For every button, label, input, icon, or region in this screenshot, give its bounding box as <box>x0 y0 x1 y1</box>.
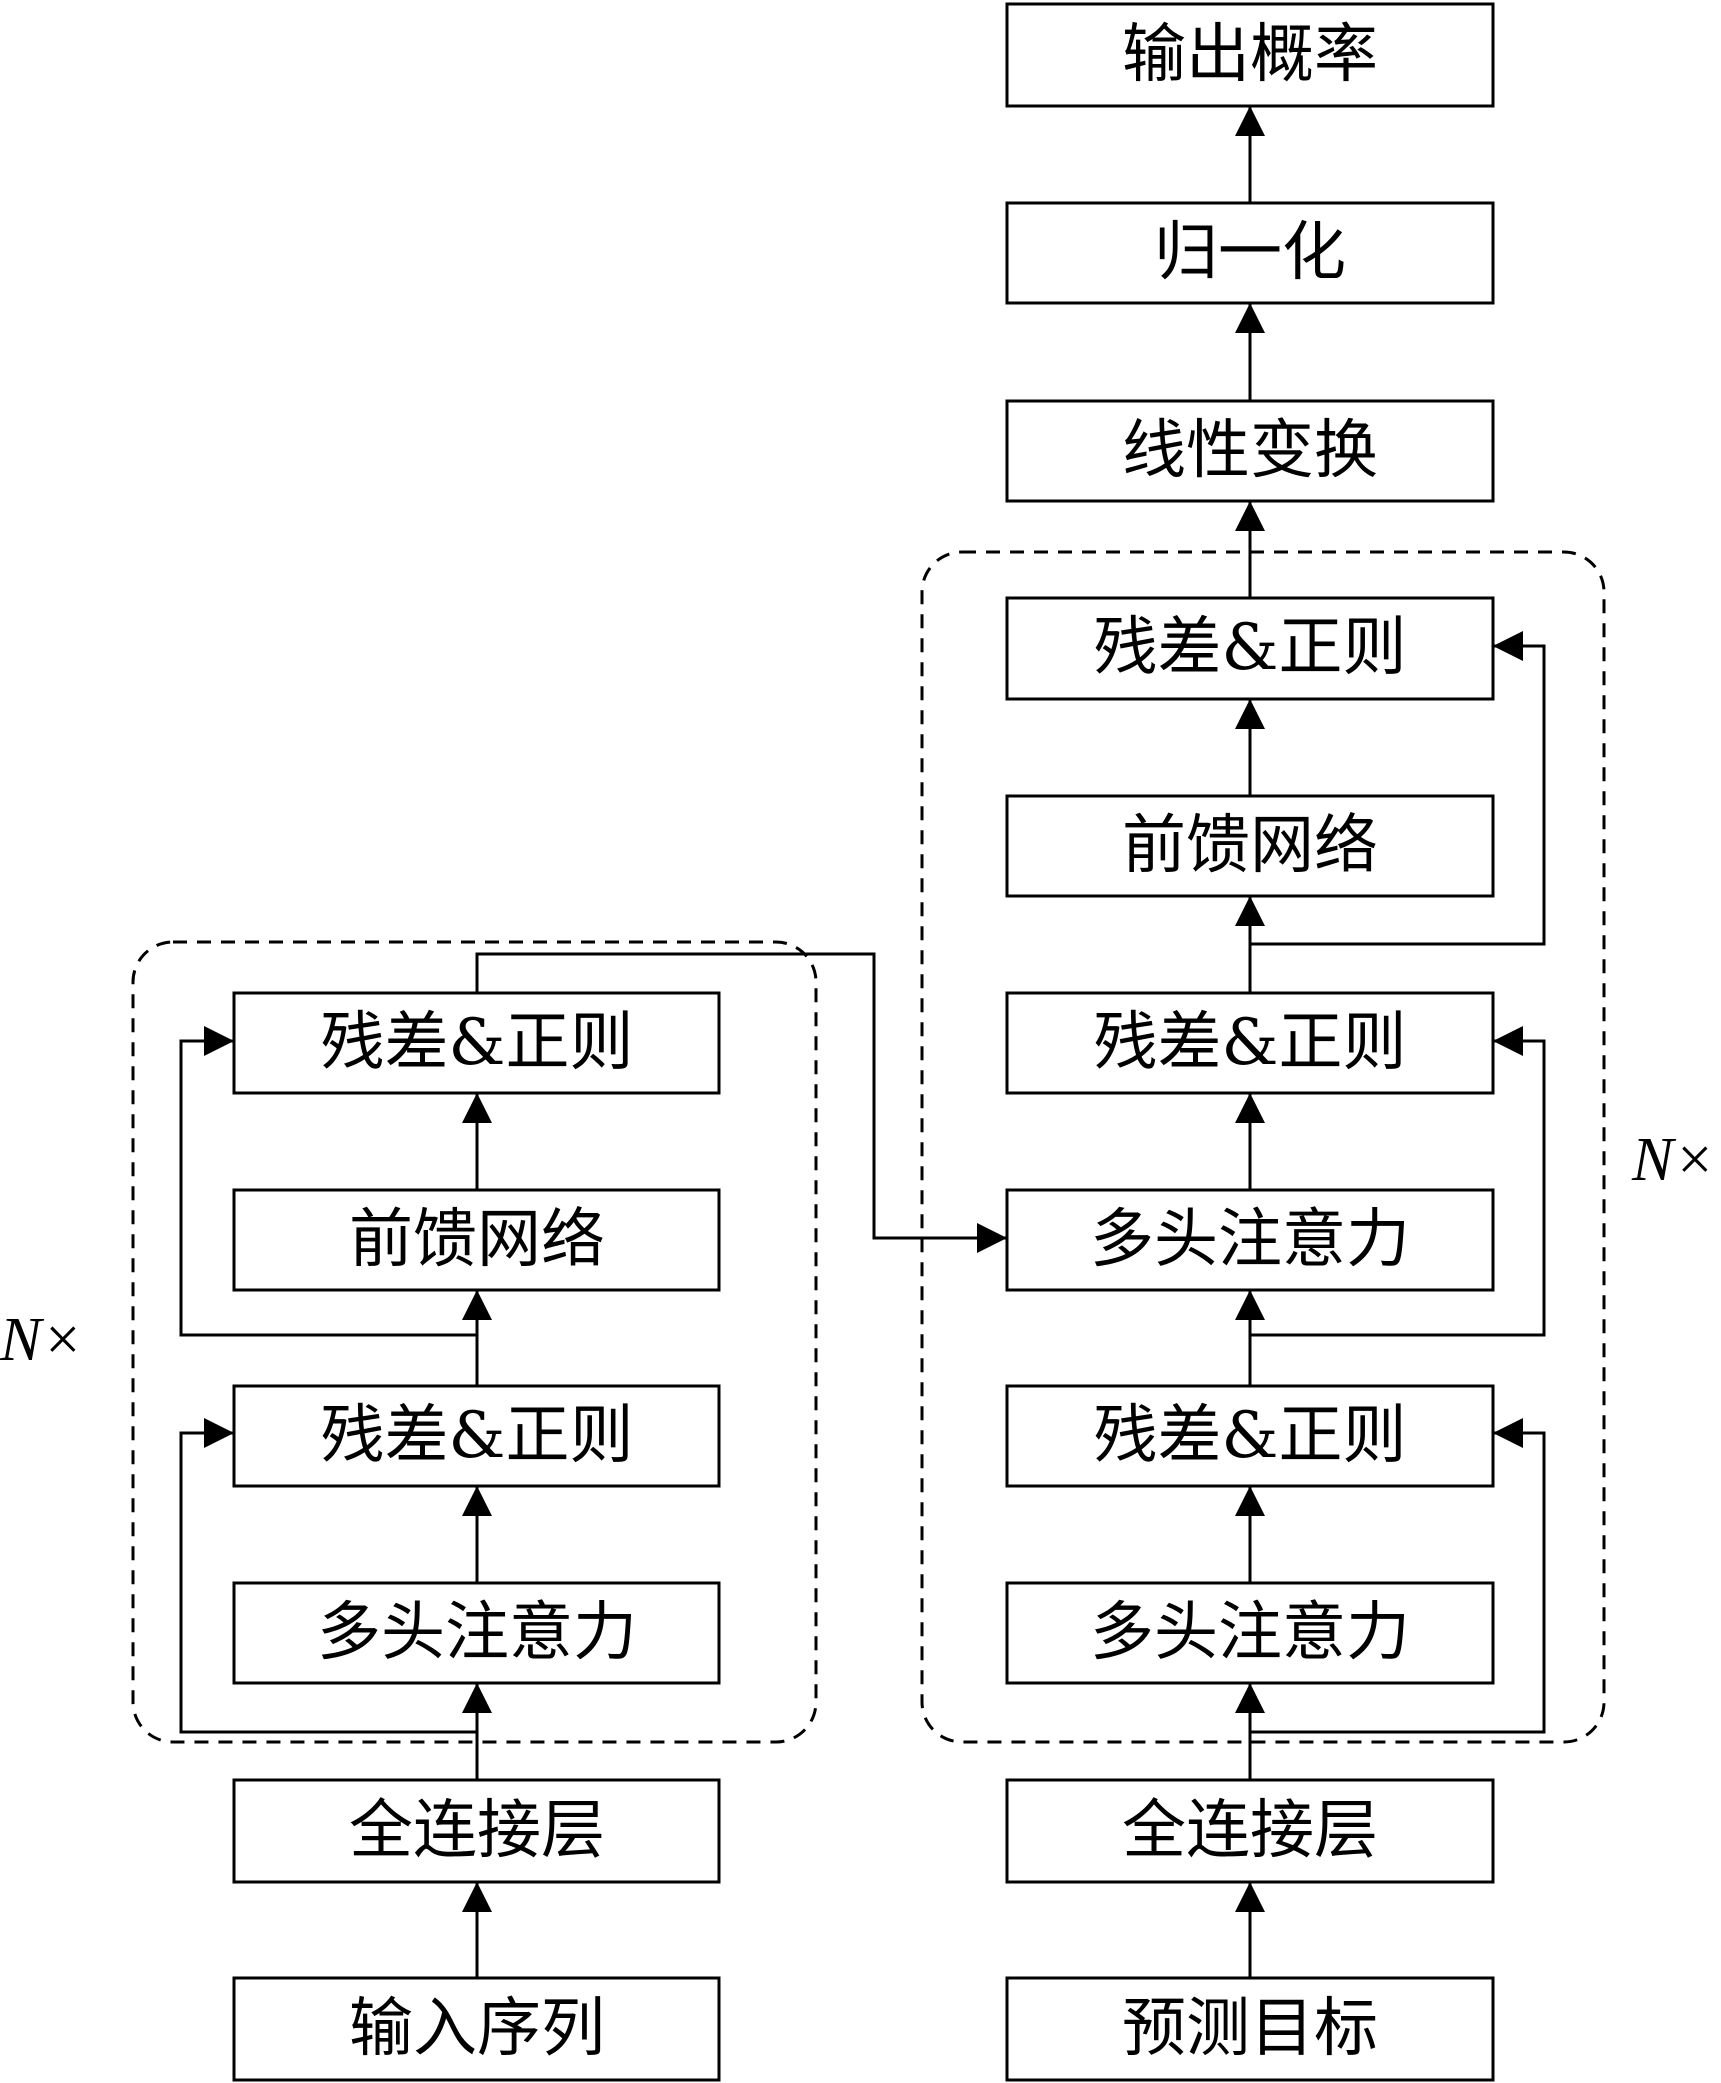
decoder-ffn-label: 前馈网络 <box>1122 809 1378 883</box>
encoder-addnorm2-label: 残差&正则 <box>321 1006 634 1080</box>
encoder-ffn-label: 前馈网络 <box>349 1203 605 1277</box>
encoder-input-box: 输入序列 <box>232 1976 721 2082</box>
encoder-input-label: 输入序列 <box>349 1992 605 2066</box>
decoder-input-label: 预测目标 <box>1122 1992 1378 2066</box>
encoder-addnorm1-box: 残差&正则 <box>232 1384 721 1488</box>
decoder-ffn-box: 前馈网络 <box>1005 794 1495 898</box>
decoder-embed-box: 全连接层 <box>1005 1778 1495 1884</box>
decoder-residual-2-arrow <box>1250 1026 1546 1337</box>
encoder-attention-box: 多头注意力 <box>232 1581 721 1685</box>
decoder-embed-label: 全连接层 <box>1122 1794 1378 1868</box>
encoder-to-decoder-cross-arrow <box>475 952 1007 1253</box>
decoder-addnorm1-box: 残差&正则 <box>1005 1384 1495 1488</box>
encoder-residual-2-arrow <box>179 1026 477 1337</box>
output-label: 输出概率 <box>1122 18 1378 92</box>
linear-label: 线性变换 <box>1122 414 1378 488</box>
decoder-addnorm2-label: 残差&正则 <box>1094 1006 1407 1080</box>
normalize-label: 归一化 <box>1154 216 1346 290</box>
decoder-residual-1-arrow <box>1250 1418 1546 1734</box>
decoder-residual-3-arrow <box>1250 631 1546 946</box>
decoder-input-box: 预测目标 <box>1005 1976 1495 2082</box>
decoder-repeat-label: N× <box>1631 1126 1715 1194</box>
encoder-addnorm2-box: 残差&正则 <box>232 991 721 1095</box>
encoder-addnorm1-label: 残差&正则 <box>321 1399 634 1473</box>
decoder-addnorm1-label: 残差&正则 <box>1094 1399 1407 1473</box>
decoder-self-attention-box: 多头注意力 <box>1005 1581 1495 1685</box>
encoder-residual-1-arrow <box>179 1418 477 1734</box>
decoder-repeat-group <box>920 550 1606 1744</box>
encoder-embed-box: 全连接层 <box>232 1778 721 1884</box>
normalize-box: 归一化 <box>1005 201 1495 305</box>
output-box: 输出概率 <box>1005 2 1495 108</box>
decoder-addnorm3-box: 残差&正则 <box>1005 596 1495 701</box>
encoder-repeat-group <box>131 940 818 1744</box>
encoder-repeat-label: N× <box>0 1306 83 1374</box>
decoder-cross-attention-label: 多头注意力 <box>1090 1203 1410 1277</box>
encoder-ffn-box: 前馈网络 <box>232 1188 721 1292</box>
decoder-cross-attention-box: 多头注意力 <box>1005 1188 1495 1292</box>
decoder-addnorm2-box: 残差&正则 <box>1005 991 1495 1095</box>
decoder-self-attention-label: 多头注意力 <box>1090 1596 1410 1670</box>
encoder-embed-label: 全连接层 <box>349 1794 605 1868</box>
decoder-addnorm3-label: 残差&正则 <box>1094 611 1407 685</box>
encoder-attention-label: 多头注意力 <box>317 1596 637 1670</box>
linear-box: 线性变换 <box>1005 399 1495 503</box>
